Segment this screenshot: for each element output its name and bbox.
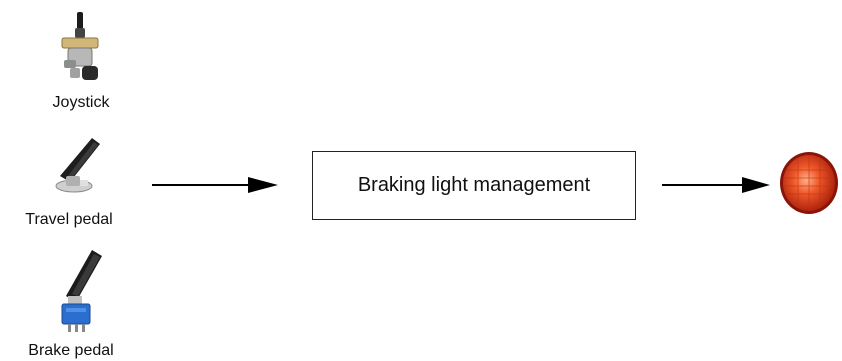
input-arrow: [152, 177, 278, 193]
brake-light-icon: [780, 152, 838, 214]
process-label: Braking light management: [357, 174, 591, 196]
joystick-label: Joystick: [52, 94, 110, 111]
output-arrow: [662, 177, 770, 193]
joystick-icon: [61, 12, 99, 80]
brake-pedal-icon: [61, 250, 102, 332]
travel-pedal-icon: [55, 138, 100, 193]
brake-pedal-label: Brake pedal: [28, 342, 114, 359]
travel-pedal-label: Travel pedal: [25, 211, 113, 228]
braking-light-management-box: Braking light management: [312, 151, 636, 220]
